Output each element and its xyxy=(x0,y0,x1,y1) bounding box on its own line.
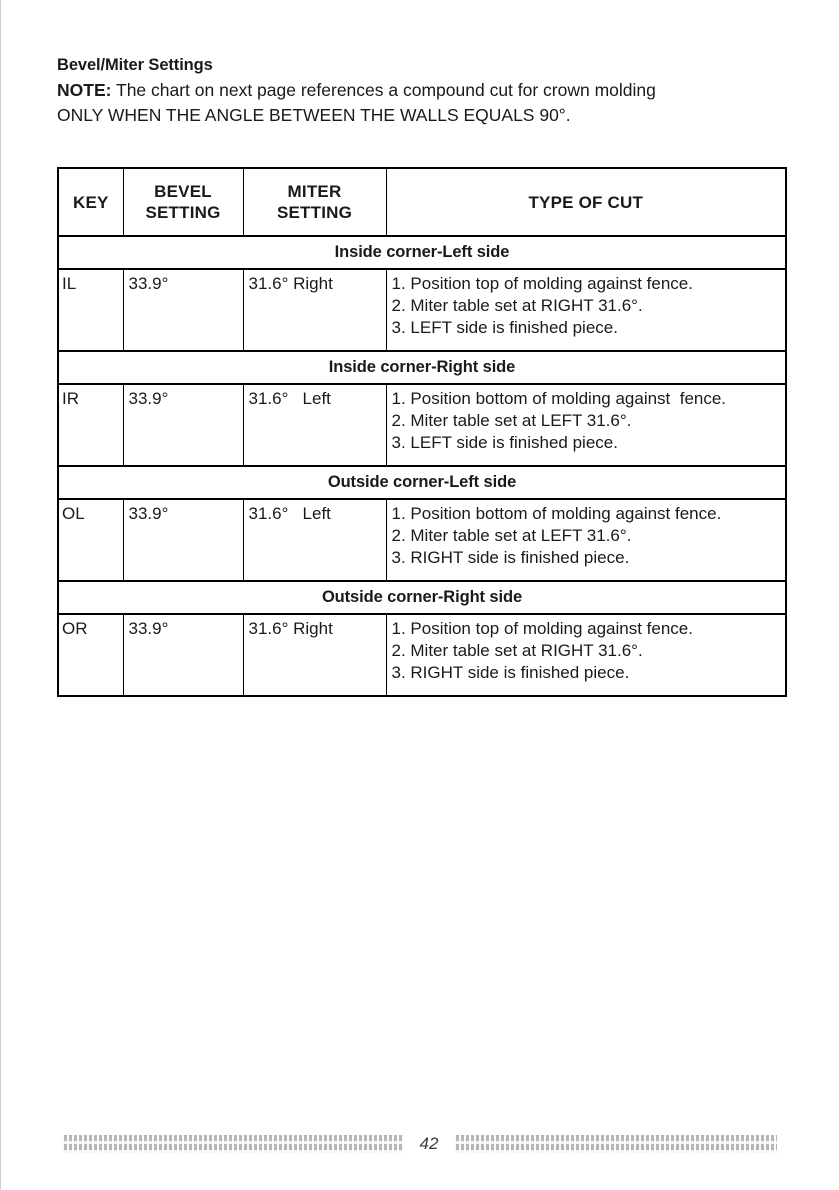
cut-step: 3. RIGHT side is finished piece. xyxy=(391,548,630,567)
cut-step: 2. Miter table set at RIGHT 31.6°. xyxy=(391,296,643,315)
section-band-label: Outside corner-Right side xyxy=(57,580,787,615)
cell-type-of-cut: 1. Position bottom of molding against fe… xyxy=(385,383,787,467)
heading-block: Bevel/Miter Settings NOTE: The chart on … xyxy=(57,54,787,128)
cell-type-of-cut: 1. Position top of molding against fence… xyxy=(385,613,787,697)
cell-bevel-setting: 33.9° xyxy=(122,498,244,582)
section-band-row: Outside corner-Left side xyxy=(57,465,787,500)
cut-step: 2. Miter table set at LEFT 31.6°. xyxy=(391,411,632,430)
cell-key: IR xyxy=(57,383,124,467)
table-row: IL 33.9° 31.6° Right 1. Position top of … xyxy=(57,268,787,352)
cut-step: 2. Miter table set at LEFT 31.6°. xyxy=(391,526,632,545)
section-band-row: Outside corner-Right side xyxy=(57,580,787,615)
section-band-row: Inside corner-Left side xyxy=(57,235,787,270)
cut-step: 3. RIGHT side is finished piece. xyxy=(391,663,630,682)
cut-step: 1. Position bottom of molding against fe… xyxy=(391,504,722,523)
cell-key: IL xyxy=(57,268,124,352)
page-edge-artifact xyxy=(0,0,1,1190)
cell-miter-setting: 31.6° Left xyxy=(242,498,387,582)
cell-bevel-setting: 33.9° xyxy=(122,383,244,467)
cell-type-of-cut: 1. Position bottom of molding against fe… xyxy=(385,498,787,582)
section-band-label: Inside corner-Right side xyxy=(57,350,787,385)
table-row: IR 33.9° 31.6° Left 1. Position bottom o… xyxy=(57,383,787,467)
cut-step: 2. Miter table set at RIGHT 31.6°. xyxy=(391,641,643,660)
cell-type-of-cut: 1. Position top of molding against fence… xyxy=(385,268,787,352)
miter-header-line1: MITER xyxy=(287,182,342,201)
column-header-bevel-setting: BEVEL SETTING xyxy=(122,167,244,237)
cell-bevel-setting: 33.9° xyxy=(122,268,244,352)
table-header-row: KEY BEVEL SETTING MITER SETTING TYPE OF CU… xyxy=(57,167,787,237)
cut-step: 1. Position top of molding against fence… xyxy=(391,274,693,293)
note-line-2: ONLY WHEN THE ANGLE BETWEEN THE WALLS EQ… xyxy=(57,105,571,125)
table-row: OR 33.9° 31.6° Right 1. Position top of … xyxy=(57,613,787,697)
bevel-miter-settings-table: KEY BEVEL SETTING MITER SETTING TYPE OF CU… xyxy=(57,167,787,697)
footer-rule-right xyxy=(454,1135,777,1153)
cell-miter-setting: 31.6° Left xyxy=(242,383,387,467)
column-header-type-of-cut: TYPE OF CUT xyxy=(385,167,787,237)
cut-step: 1. Position bottom of molding against fe… xyxy=(391,389,727,408)
bevel-header-line1: BEVEL xyxy=(154,182,212,201)
page-title: Bevel/Miter Settings xyxy=(57,56,213,74)
footer-rule-left xyxy=(62,1135,404,1153)
cell-miter-setting: 31.6° Right xyxy=(242,613,387,697)
column-header-miter-setting: MITER SETTING xyxy=(242,167,387,237)
section-band-label: Inside corner-Left side xyxy=(57,235,787,270)
cell-key: OR xyxy=(57,613,124,697)
column-header-key: KEY xyxy=(57,167,124,237)
note-label: NOTE: xyxy=(57,80,112,100)
table-body: Inside corner-Left side IL 33.9° 31.6° R… xyxy=(57,235,787,697)
section-band-row: Inside corner-Right side xyxy=(57,350,787,385)
cut-step: 1. Position top of molding against fence… xyxy=(391,619,693,638)
table-row: OL 33.9° 31.6° Left 1. Position bottom o… xyxy=(57,498,787,582)
cell-key: OL xyxy=(57,498,124,582)
page-footer: 42 xyxy=(62,1134,777,1153)
cell-bevel-setting: 33.9° xyxy=(122,613,244,697)
cut-step: 3. LEFT side is finished piece. xyxy=(391,433,618,452)
cut-step: 3. LEFT side is finished piece. xyxy=(391,318,618,337)
note-text: The chart on next page references a comp… xyxy=(111,80,656,100)
page-number: 42 xyxy=(419,1134,439,1153)
bevel-header-line2: SETTING xyxy=(145,203,221,222)
cell-miter-setting: 31.6° Right xyxy=(242,268,387,352)
section-band-label: Outside corner-Left side xyxy=(57,465,787,500)
note-line-1: NOTE: The chart on next page references … xyxy=(57,78,787,103)
miter-header-line2: SETTING xyxy=(276,203,353,222)
